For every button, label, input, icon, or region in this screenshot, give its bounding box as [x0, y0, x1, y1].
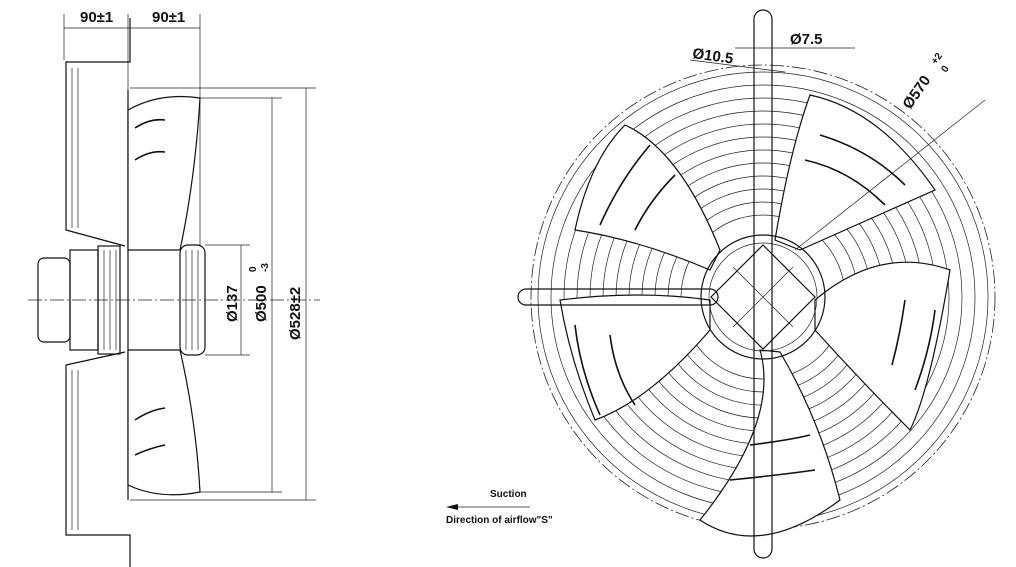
dim-blade-tol-upper: 0 — [248, 266, 259, 272]
dim-blade: Ø500 — [253, 285, 270, 322]
arrow-head-icon — [446, 504, 458, 510]
dim-outer-tol-lower: 0 — [939, 63, 951, 74]
blade-slots — [574, 134, 936, 481]
dim-outer: Ø570 — [899, 72, 934, 112]
dim-top-right: 90±1 — [152, 9, 185, 26]
dim-hole: Ø10.5 — [691, 45, 734, 68]
front-view: Ø7.5 Ø10.5 Ø570 +2 0 — [517, 9, 996, 559]
dim-blade-tol-lower: -3 — [260, 263, 271, 272]
airflow-legend: Suction Direction of airflow"S" — [446, 489, 553, 526]
suction-label: Suction — [490, 489, 527, 500]
dim-wire: Ø7.5 — [790, 31, 823, 48]
side-view: 90±1 90±1 Ø137 Ø500 0 -3 Ø528±2 — [28, 9, 320, 567]
dim-hub: Ø137 — [224, 285, 241, 322]
dim-guard: Ø528±2 — [287, 287, 304, 340]
dim-top-left: 90±1 — [80, 9, 113, 26]
airflow-label: Direction of airflow"S" — [446, 515, 553, 526]
